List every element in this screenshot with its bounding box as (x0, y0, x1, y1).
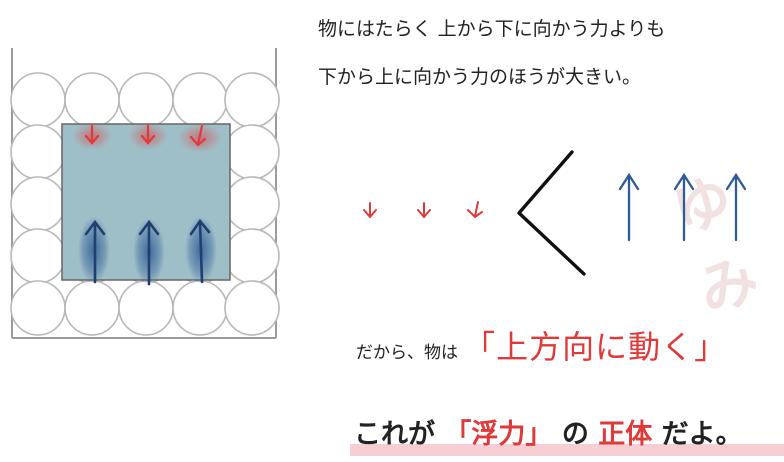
water-particle (224, 280, 280, 336)
explanation-line-1: 物にはたらく 上から下に向かう力よりも (318, 18, 666, 40)
buoyancy-term: 「浮力」 (444, 419, 553, 450)
water-particle (10, 124, 66, 180)
conclusion-prefix: だから、物は (356, 343, 458, 363)
downward-pressure-marks (72, 122, 222, 153)
explanation-line-2: 下から上に向かう力のほうが大きい。 (318, 66, 642, 88)
water-particle (118, 72, 174, 128)
water-particle (64, 72, 120, 128)
water-particle (10, 228, 66, 284)
water-particle (224, 124, 280, 180)
water-particle (224, 176, 280, 232)
highlighter-mark (350, 444, 784, 456)
water-particle (224, 228, 280, 284)
upward-pressure-marks (78, 216, 217, 286)
water-particle (10, 72, 66, 128)
water-particle (172, 280, 228, 336)
less-than-sign (517, 150, 586, 276)
water-particle (10, 176, 66, 232)
statement-part-3: だよ。 (661, 419, 743, 450)
upward-movement-emphasis: 「上方向に動く」 (463, 328, 728, 366)
buoyancy-statement: これが 「浮力」 の 正体 だよ。 (354, 412, 743, 451)
small-downward-arrows (363, 201, 483, 219)
true-nature-term: 正体 (598, 419, 653, 450)
water-particle (172, 72, 228, 128)
conclusion-line: だから、物は 「上方向に動く」 (356, 322, 727, 368)
water-particle (10, 280, 66, 336)
statement-part-2: の (561, 419, 589, 450)
water-particle (64, 280, 120, 336)
statement-part-1: これが (354, 419, 435, 450)
water-particle (118, 280, 174, 336)
water-particle (224, 72, 280, 128)
large-upward-arrows (618, 172, 747, 242)
